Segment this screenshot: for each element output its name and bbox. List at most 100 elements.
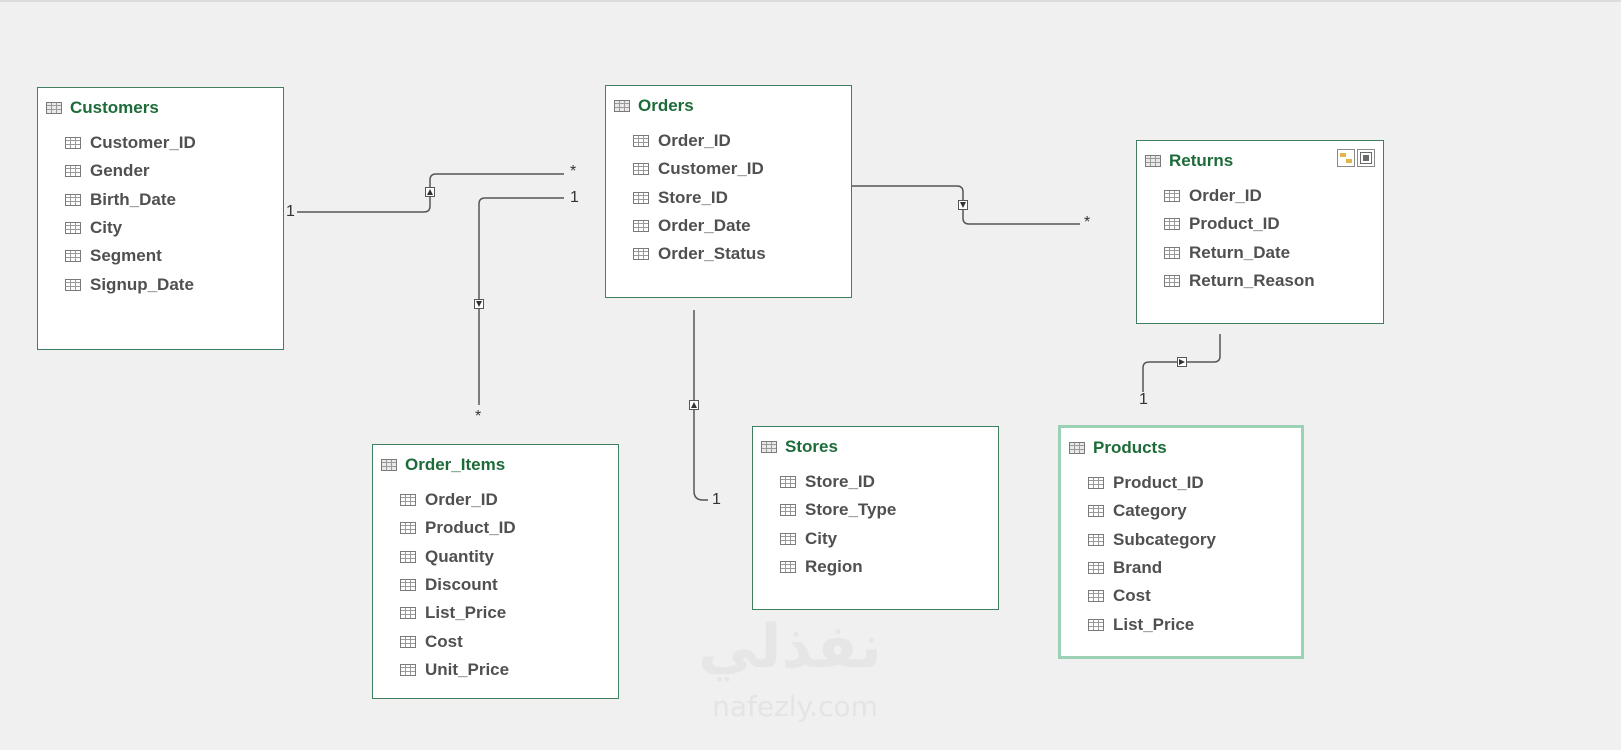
field-row[interactable]: Quantity <box>400 543 516 571</box>
table-header[interactable]: Returns <box>1145 150 1233 172</box>
field-list: Store_ID Store_Type City Region <box>780 468 896 581</box>
column-icon <box>400 607 416 620</box>
field-list: Product_ID Category Subcategory Brand Co… <box>1088 469 1216 639</box>
field-label: Discount <box>425 575 498 595</box>
field-row[interactable]: City <box>65 214 196 242</box>
column-icon <box>1164 246 1180 259</box>
table-icon <box>614 100 630 112</box>
field-label: Birth_Date <box>90 189 176 209</box>
field-row[interactable]: List_Price <box>1088 610 1216 638</box>
table-title: Order_Items <box>405 455 506 474</box>
field-label: Unit_Price <box>425 659 510 679</box>
table-header[interactable]: Products <box>1069 437 1167 459</box>
table-header[interactable]: Stores <box>761 436 838 458</box>
field-row[interactable]: Signup_Date <box>65 270 196 298</box>
table-header[interactable]: Order_Items <box>381 454 505 476</box>
field-list: Customer_ID Gender Birth_Date City Segme… <box>65 129 196 299</box>
field-row[interactable]: Order_ID <box>633 127 766 155</box>
field-row[interactable]: Category <box>1088 497 1216 525</box>
field-label: City <box>90 218 123 238</box>
column-icon <box>65 165 81 178</box>
column-icon <box>65 222 81 235</box>
field-row[interactable]: Cost <box>400 627 516 655</box>
column-icon <box>1088 533 1104 546</box>
top-divider <box>0 0 1621 2</box>
table-title: Products <box>1093 438 1167 457</box>
field-row[interactable]: Customer_ID <box>633 155 766 183</box>
field-row[interactable]: City <box>780 525 896 553</box>
column-icon <box>780 532 796 545</box>
field-list: Order_ID Product_ID Return_Date Return_R… <box>1164 182 1315 295</box>
field-row[interactable]: Birth_Date <box>65 186 196 214</box>
field-row[interactable]: Product_ID <box>1164 210 1315 238</box>
field-row[interactable]: Subcategory <box>1088 526 1216 554</box>
field-row[interactable]: Product_ID <box>400 514 516 542</box>
column-icon <box>65 137 81 150</box>
column-icon <box>780 504 796 517</box>
column-icon <box>400 663 416 676</box>
field-row[interactable]: Region <box>780 553 896 581</box>
table-card-returns[interactable]: Returns Order_ID Product_ID Return_Date … <box>1136 140 1384 324</box>
column-icon <box>1088 590 1104 603</box>
cardinality-one-label: 1 <box>286 203 295 220</box>
column-icon <box>633 191 649 204</box>
field-label: Store_ID <box>805 472 875 492</box>
field-row[interactable]: Store_Type <box>780 496 896 524</box>
table-card-stores[interactable]: Stores Store_ID Store_Type City Region <box>752 426 999 610</box>
column-icon <box>400 522 416 535</box>
relationship-line-orders-order-items <box>478 197 564 405</box>
field-row[interactable]: Unit_Price <box>400 656 516 684</box>
table-title: Orders <box>638 96 694 115</box>
field-label: Return_Reason <box>1189 271 1315 291</box>
field-label: Quantity <box>425 546 494 566</box>
cardinality-one-label: 1 <box>570 189 579 206</box>
table-icon <box>1069 442 1085 454</box>
field-row[interactable]: Store_ID <box>780 468 896 496</box>
table-header[interactable]: Customers <box>46 97 159 119</box>
cardinality-many-label: * <box>1084 214 1091 231</box>
field-row[interactable]: Order_Date <box>633 212 766 240</box>
field-label: Category <box>1113 501 1187 521</box>
field-row[interactable]: List_Price <box>400 599 516 627</box>
field-row[interactable]: Order_ID <box>400 486 516 514</box>
field-row[interactable]: Return_Reason <box>1164 267 1315 295</box>
field-row[interactable]: Brand <box>1088 554 1216 582</box>
cardinality-many-label: * <box>570 163 577 180</box>
table-icon <box>761 441 777 453</box>
column-icon <box>633 163 649 176</box>
relationship-line-stores-orders <box>693 310 708 501</box>
layout-icon[interactable] <box>1337 149 1355 167</box>
field-row[interactable]: Store_ID <box>633 184 766 212</box>
field-label: Brand <box>1113 558 1163 578</box>
field-label: Region <box>805 557 863 577</box>
column-icon <box>1088 562 1104 575</box>
field-row[interactable]: Gender <box>65 157 196 185</box>
field-row[interactable]: Order_Status <box>633 240 766 268</box>
cardinality-one-label: 1 <box>1139 391 1148 408</box>
field-label: Signup_Date <box>90 274 194 294</box>
maximize-icon[interactable] <box>1357 149 1375 167</box>
field-row[interactable]: Segment <box>65 242 196 270</box>
field-label: Store_Type <box>805 500 897 520</box>
table-card-orders[interactable]: Orders Order_ID Customer_ID Store_ID Ord… <box>605 85 852 298</box>
field-row[interactable]: Return_Date <box>1164 239 1315 267</box>
field-label: Product_ID <box>425 518 516 538</box>
field-label: Subcategory <box>1113 529 1216 549</box>
column-icon <box>780 561 796 574</box>
field-row[interactable]: Product_ID <box>1088 469 1216 497</box>
field-row[interactable]: Discount <box>400 571 516 599</box>
table-card-products[interactable]: Products Product_ID Category Subcategory… <box>1058 425 1304 659</box>
field-list: Order_ID Customer_ID Store_ID Order_Date… <box>633 127 766 268</box>
field-label: Segment <box>90 246 162 266</box>
column-icon <box>780 476 796 489</box>
table-icon <box>46 102 62 114</box>
table-card-order-items[interactable]: Order_Items Order_ID Product_ID Quantity… <box>372 444 619 699</box>
field-row[interactable]: Cost <box>1088 582 1216 610</box>
field-row[interactable]: Customer_ID <box>65 129 196 157</box>
field-row[interactable]: Order_ID <box>1164 182 1315 210</box>
table-header[interactable]: Orders <box>614 95 694 117</box>
column-icon <box>400 635 416 648</box>
table-card-customers[interactable]: Customers Customer_ID Gender Birth_Date … <box>37 87 284 350</box>
table-icon <box>381 459 397 471</box>
